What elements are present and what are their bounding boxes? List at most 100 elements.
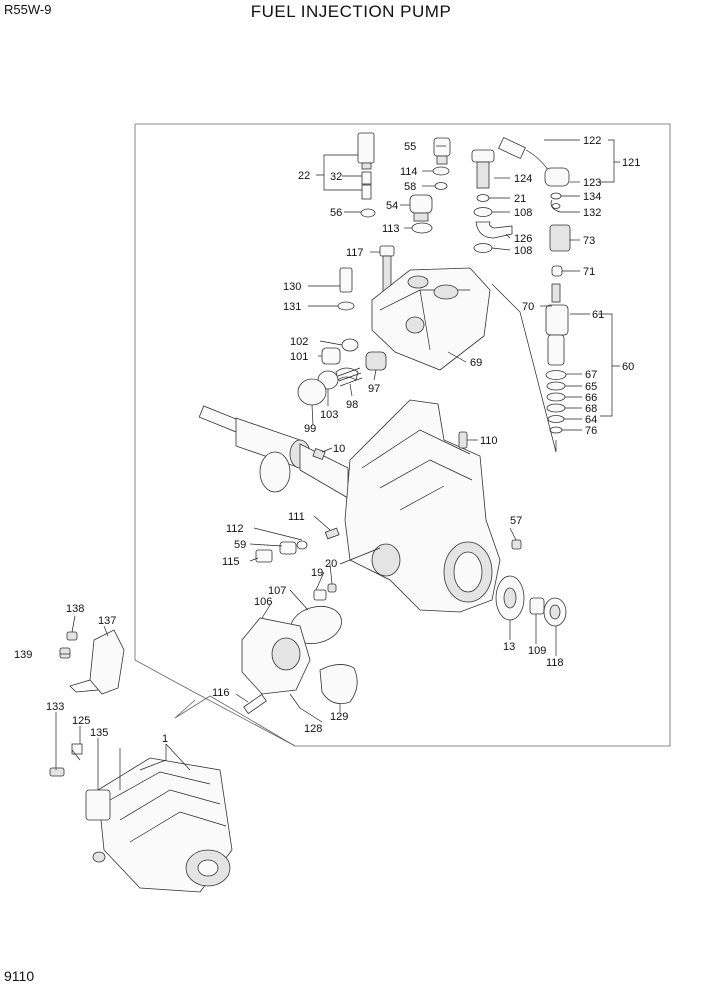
callout-118: 118 (546, 657, 564, 669)
callout-55: 55 (404, 141, 416, 153)
part-washer-108a (473, 207, 493, 217)
part-plug-102 (341, 338, 359, 352)
callout-135: 135 (90, 727, 108, 739)
callout-59: 59 (234, 539, 246, 551)
callout-64: 64 (585, 414, 597, 426)
part-washer-112 (296, 540, 308, 550)
part-fitting-130 (339, 267, 353, 293)
callout-10: 10 (333, 443, 345, 455)
callout-121: 121 (622, 157, 640, 169)
part-clamp-125 (71, 743, 83, 755)
callout-32: 32 (330, 171, 342, 183)
callout-122: 122 (583, 135, 601, 147)
part-plug-54 (409, 194, 433, 222)
part-plug-57 (511, 539, 522, 550)
part-bolt-138 (66, 631, 78, 641)
part-camshaft (198, 405, 349, 499)
callout-labels: 22 32 56 55 114 58 54 113 124 21 108 126… (14, 135, 640, 745)
callout-65: 65 (585, 381, 597, 393)
part-delivery-valve-holder (357, 132, 375, 200)
part-plunger-61 (545, 283, 569, 366)
callout-1: 1 (162, 733, 168, 745)
part-washer-108b (473, 243, 493, 253)
callout-130: 130 (283, 281, 301, 293)
part-o-ring-114 (432, 166, 450, 176)
callout-58: 58 (404, 181, 416, 193)
callout-128: 128 (304, 723, 322, 735)
callout-21: 21 (514, 193, 526, 205)
callout-76: 76 (585, 425, 597, 437)
callout-113: 113 (382, 223, 400, 235)
callout-117: 117 (346, 247, 364, 259)
leader-lines (55, 139, 620, 790)
part-bolt-133 (49, 767, 65, 777)
part-pin-110 (458, 431, 468, 449)
callout-54: 54 (386, 200, 398, 212)
callout-110: 110 (480, 435, 498, 447)
part-bracket-137 (89, 629, 125, 695)
callout-125: 125 (72, 715, 90, 727)
part-solenoid-121 (498, 136, 571, 277)
part-fitting-59 (279, 541, 297, 555)
callout-138: 138 (66, 603, 84, 615)
callout-97: 97 (368, 383, 380, 395)
part-washer-58 (434, 182, 448, 190)
part-nut-118 (543, 597, 567, 627)
callout-20: 20 (325, 558, 337, 570)
part-pump-assembly-1 (85, 757, 233, 893)
callout-108-upper: 108 (514, 207, 532, 219)
assembly-frame-leader (174, 695, 296, 747)
callout-108-lower: 108 (514, 245, 532, 257)
callout-126: 126 (514, 233, 532, 245)
part-bolt-115 (255, 549, 273, 563)
part-washer-131 (337, 301, 355, 311)
callout-102: 102 (290, 336, 308, 348)
part-washer-21 (476, 194, 490, 202)
callout-106: 106 (254, 596, 272, 608)
callout-111: 111 (288, 511, 305, 523)
callout-13: 13 (503, 641, 515, 653)
part-bolt-139 (59, 647, 71, 659)
page-number: 9110 (4, 968, 35, 984)
callout-101: 101 (290, 351, 308, 363)
part-o-ring-113 (411, 222, 433, 234)
part-banjo-bolt-124 (471, 149, 495, 189)
callout-56: 56 (330, 207, 342, 219)
callout-133: 133 (46, 701, 64, 713)
callout-134: 134 (583, 191, 601, 203)
callout-71: 71 (583, 266, 595, 278)
callout-109: 109 (528, 645, 546, 657)
callout-99: 99 (304, 423, 316, 435)
part-plug-55 (433, 137, 451, 165)
part-washer-56 (360, 208, 376, 218)
callout-114: 114 (400, 166, 418, 178)
callout-66: 66 (585, 392, 597, 404)
callout-70: 70 (522, 301, 534, 313)
callout-69: 69 (470, 357, 482, 369)
part-washer-20 (327, 583, 337, 593)
part-banjo-126 (475, 221, 513, 239)
callout-107: 107 (268, 585, 286, 597)
part-head-block (371, 267, 491, 371)
callout-60: 60 (622, 361, 634, 373)
callout-115: 115 (222, 556, 240, 568)
callout-131: 131 (283, 301, 301, 313)
part-bolt-116 (243, 693, 267, 715)
part-pin-111 (324, 527, 340, 540)
part-plug-101 (321, 347, 341, 365)
part-drive-gear-13 (495, 575, 525, 621)
callout-67: 67 (585, 369, 597, 381)
callout-73: 73 (583, 235, 595, 247)
callout-129: 129 (330, 711, 348, 723)
callout-103: 103 (320, 409, 338, 421)
callout-116: 116 (212, 687, 230, 699)
callout-61: 61 (592, 309, 604, 321)
part-fitting-19 (313, 589, 327, 601)
callout-68: 68 (585, 403, 597, 415)
part-sleeve-97 (365, 351, 387, 371)
callout-139: 139 (14, 649, 32, 661)
callout-112: 112 (226, 523, 244, 535)
callout-19: 19 (311, 567, 323, 579)
page-title: FUEL INJECTION PUMP (250, 2, 452, 21)
